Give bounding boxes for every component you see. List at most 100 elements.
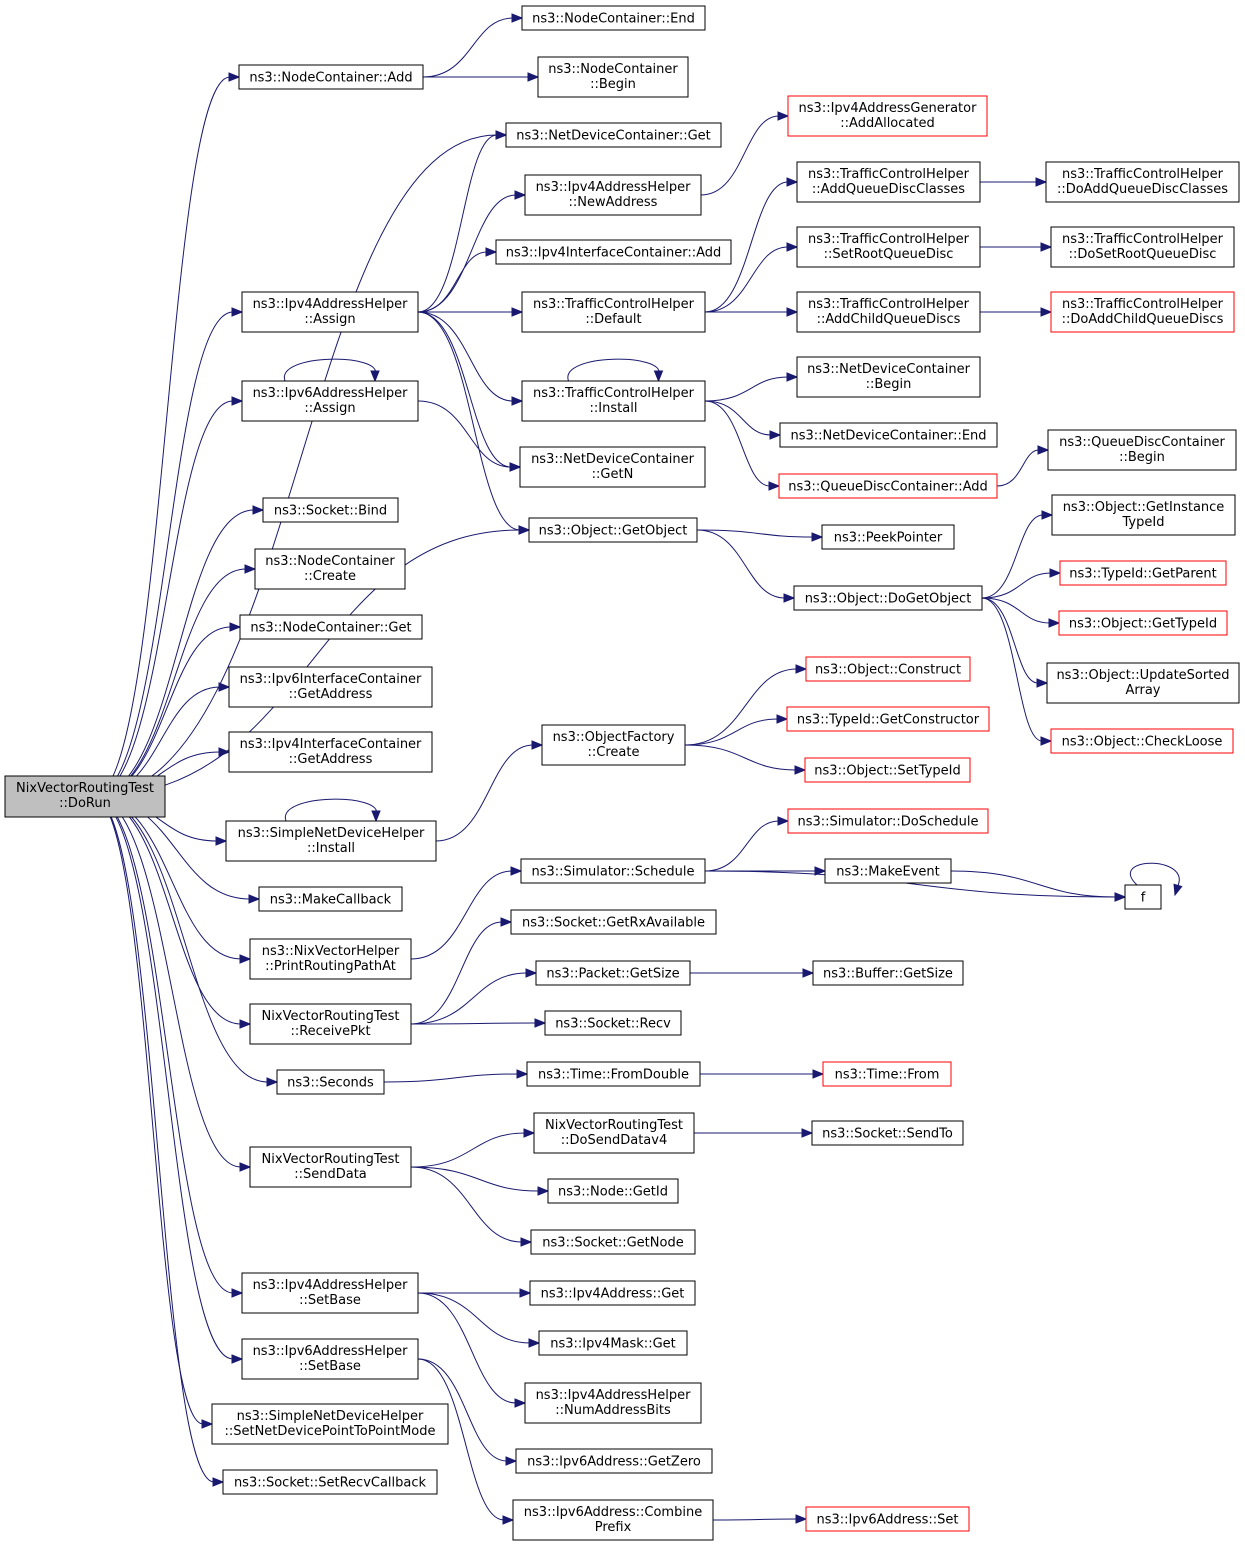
- node-nc-begin[interactable]: ns3::NodeContainer::Begin: [537, 56, 689, 98]
- call-edge: [981, 597, 1061, 628]
- node-ipv4m-get[interactable]: ns3::Ipv4Mask::Get: [538, 1330, 688, 1356]
- node-tch-addqdc[interactable]: ns3::TrafficControlHelper::AddQueueDiscC…: [796, 161, 981, 203]
- node-tch-default[interactable]: ns3::TrafficControlHelper::Default: [521, 291, 706, 333]
- node-buf-getsize[interactable]: ns3::Buffer::GetSize: [812, 960, 964, 986]
- node-time-from[interactable]: ns3::Time::From: [822, 1061, 952, 1087]
- node-ipv4h-numbits[interactable]: ns3::Ipv4AddressHelper::NumAddressBits: [524, 1382, 702, 1424]
- node-sock-bind[interactable]: ns3::Socket::Bind: [262, 497, 399, 523]
- node-box: [796, 226, 981, 268]
- node-label: ::Begin: [1119, 450, 1165, 465]
- node-label: ns3::Object::SetTypeId: [814, 764, 960, 779]
- node-tch-addchild[interactable]: ns3::TrafficControlHelper::AddChildQueue…: [796, 291, 981, 333]
- node-sock-getrx[interactable]: ns3::Socket::GetRxAvailable: [510, 909, 717, 935]
- node-obj-getobj[interactable]: ns3::Object::GetObject: [528, 517, 698, 543]
- node-label: ns3::SimpleNetDeviceHelper: [238, 826, 425, 841]
- call-edge: [92, 796, 214, 1429]
- node-sndh-setp2p[interactable]: ns3::SimpleNetDeviceHelper::SetNetDevice…: [211, 1403, 449, 1445]
- node-sock-setrecvcb[interactable]: ns3::Socket::SetRecvCallback: [222, 1469, 438, 1495]
- node-ipv4gen-add[interactable]: ns3::Ipv4AddressGenerator::AddAllocated: [787, 95, 988, 137]
- node-nvrt-recv[interactable]: NixVectorRoutingTest::ReceivePkt: [249, 1003, 412, 1045]
- node-makeevent[interactable]: ns3::MakeEvent: [824, 858, 952, 884]
- node-label: ns3::QueueDiscContainer: [1059, 435, 1225, 450]
- node-of-create[interactable]: ns3::ObjectFactory::Create: [541, 724, 686, 766]
- node-obj-construct[interactable]: ns3::Object::Construct: [805, 656, 971, 682]
- node-time-fromdouble[interactable]: ns3::Time::FromDouble: [526, 1061, 701, 1087]
- node-sndh-install[interactable]: ns3::SimpleNetDeviceHelper::Install: [225, 820, 437, 862]
- node-ipv6h-assign[interactable]: ns3::Ipv6AddressHelper::Assign: [241, 380, 419, 422]
- node-sock-getnode[interactable]: ns3::Socket::GetNode: [530, 1229, 696, 1255]
- node-sim-sched[interactable]: ns3::Simulator::Schedule: [520, 858, 706, 884]
- node-label: ns3::Socket::SetRecvCallback: [234, 1476, 427, 1491]
- node-ipv4ic-add[interactable]: ns3::Ipv4InterfaceContainer::Add: [495, 239, 732, 265]
- node-ipv4h-setbase[interactable]: ns3::Ipv4AddressHelper::SetBase: [241, 1272, 419, 1314]
- node-ipv4ic-getaddr[interactable]: ns3::Ipv4InterfaceContainer::GetAddress: [228, 731, 433, 773]
- node-box: [811, 1120, 964, 1146]
- call-edge: [704, 372, 799, 402]
- node-box: [520, 858, 706, 884]
- node-nvh-print[interactable]: ns3::NixVectorHelper::PrintRoutingPathAt: [249, 938, 412, 980]
- call-edge: [417, 1358, 515, 1525]
- node-pkt-getsize[interactable]: ns3::Packet::GetSize: [535, 960, 691, 986]
- node-nvrt-send[interactable]: NixVectorRoutingTest::SendData: [249, 1146, 412, 1188]
- node-obj-settid[interactable]: ns3::Object::SetTypeId: [804, 757, 971, 783]
- node-ndc-getn[interactable]: ns3::NetDeviceContainer::GetN: [519, 446, 706, 488]
- node-nvrt-dosend[interactable]: NixVectorRoutingTest::DoSendDatav4: [533, 1112, 695, 1154]
- call-edge: [981, 510, 1054, 599]
- node-label: ns3::PeekPointer: [834, 531, 943, 546]
- node-seconds[interactable]: ns3::Seconds: [276, 1069, 385, 1095]
- call-edge: [694, 1128, 814, 1138]
- node-label: ns3::TrafficControlHelper: [808, 232, 970, 247]
- node-makecb[interactable]: ns3::MakeCallback: [258, 886, 403, 912]
- node-ipv4h-assign[interactable]: ns3::Ipv4AddressHelper::Assign: [241, 291, 419, 333]
- node-box: [512, 1499, 714, 1541]
- node-label: ns3::NodeContainer: [548, 62, 678, 77]
- node-f[interactable]: f: [1124, 884, 1162, 910]
- node-ipv4h-newaddr[interactable]: ns3::Ipv4AddressHelper::NewAddress: [524, 174, 702, 216]
- node-label: ns3::NixVectorHelper: [262, 944, 400, 959]
- call-edge: [690, 968, 815, 978]
- node-qdc-add[interactable]: ns3::QueueDiscContainer::Add: [778, 473, 998, 499]
- call-edge: [422, 13, 524, 78]
- node-box: [547, 1178, 679, 1204]
- node-obj-checkloose[interactable]: ns3::Object::CheckLoose: [1050, 728, 1234, 754]
- node-qdc-begin[interactable]: ns3::QueueDiscContainer::Begin: [1047, 429, 1237, 471]
- node-ndc-end[interactable]: ns3::NetDeviceContainer::End: [779, 422, 998, 448]
- node-tch-setroot[interactable]: ns3::TrafficControlHelper::SetRootQueueD…: [796, 226, 981, 268]
- node-tch-dosetroot[interactable]: ns3::TrafficControlHelper::DoSetRootQueu…: [1050, 226, 1235, 268]
- node-sock-sendto[interactable]: ns3::Socket::SendTo: [811, 1120, 964, 1146]
- node-label: ns3::Time::FromDouble: [538, 1068, 689, 1083]
- node-ipv4a-get[interactable]: ns3::Ipv4Address::Get: [529, 1280, 696, 1306]
- node-ipv6ic-getaddr[interactable]: ns3::Ipv6InterfaceContainer::GetAddress: [228, 666, 433, 708]
- node-nc-add[interactable]: ns3::NodeContainer::Add: [238, 64, 424, 90]
- node-node-getid[interactable]: ns3::Node::GetId: [547, 1178, 679, 1204]
- node-label: NixVectorRoutingTest: [262, 1152, 400, 1167]
- node-nc-create[interactable]: ns3::NodeContainer::Create: [254, 548, 406, 590]
- node-sim-dosched[interactable]: ns3::Simulator::DoSchedule: [787, 808, 989, 834]
- node-ndc-begin[interactable]: ns3::NetDeviceContainer::Begin: [796, 356, 981, 398]
- node-ipv6h-setbase[interactable]: ns3::Ipv6AddressHelper::SetBase: [241, 1338, 419, 1380]
- node-ipv6a-getzero[interactable]: ns3::Ipv6Address::GetZero: [515, 1448, 713, 1474]
- node-tch-doaddqdc[interactable]: ns3::TrafficControlHelper::DoAddQueueDis…: [1045, 161, 1240, 203]
- node-box: [1050, 291, 1235, 333]
- node-tid-getctor[interactable]: ns3::TypeId::GetConstructor: [786, 706, 990, 732]
- node-peekptr[interactable]: ns3::PeekPointer: [821, 524, 955, 550]
- node-tch-doaddchild[interactable]: ns3::TrafficControlHelper::DoAddChildQue…: [1050, 291, 1235, 333]
- node-ipv6a-set[interactable]: ns3::Ipv6Address::Set: [805, 1506, 970, 1532]
- node-nc-end[interactable]: ns3::NodeContainer::End: [521, 5, 706, 31]
- node-tch-install[interactable]: ns3::TrafficControlHelper::Install: [521, 380, 706, 422]
- node-obj-gettid[interactable]: ns3::Object::GetTypeId: [1058, 610, 1228, 636]
- node-label: ns3::Seconds: [287, 1076, 374, 1091]
- node-root[interactable]: NixVectorRoutingTest::DoRun: [4, 775, 166, 818]
- call-edge: [285, 798, 381, 823]
- node-label: ns3::TrafficControlHelper: [808, 297, 970, 312]
- node-sock-recv[interactable]: ns3::Socket::Recv: [544, 1010, 682, 1036]
- node-label: Prefix: [595, 1520, 632, 1535]
- node-obj-dogetobj[interactable]: ns3::Object::DoGetObject: [793, 585, 983, 611]
- node-tid-getparent[interactable]: ns3::TypeId::GetParent: [1059, 560, 1227, 586]
- node-box: [805, 656, 971, 682]
- node-nc-get[interactable]: ns3::NodeContainer::Get: [239, 614, 423, 640]
- node-ndc-get[interactable]: ns3::NetDeviceContainer::Get: [505, 122, 722, 148]
